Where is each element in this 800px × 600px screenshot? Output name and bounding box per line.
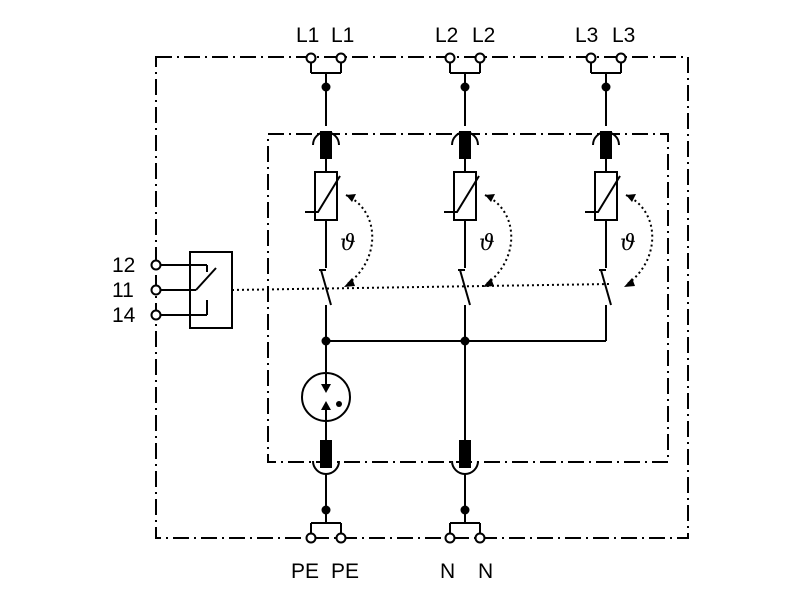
- terminal-n-b: [474, 532, 486, 544]
- contact-label-12: 12: [112, 254, 135, 277]
- disconnect-switch: [459, 269, 471, 306]
- disconnect-switch: [600, 269, 612, 306]
- terminal-l3-b: [615, 52, 627, 64]
- changeover-contact: [195, 267, 217, 291]
- terminal-n-a: [444, 532, 456, 544]
- bottom-terminal-labels: PE PE N N: [291, 560, 493, 583]
- top-terminal-labels: L1 L1 L2 L2 L3 L3: [296, 24, 635, 47]
- terminal-l2-b: [474, 52, 486, 64]
- phase-branch-l3: [585, 52, 627, 341]
- contact-label-14: 14: [112, 304, 136, 327]
- n-branch: [444, 341, 486, 544]
- fuse-block: [320, 440, 332, 468]
- terminal-l3-a: [585, 52, 597, 64]
- fuse-block: [459, 131, 471, 159]
- contact-label-11: 11: [112, 279, 134, 302]
- terminal-label-l3-b: L3: [612, 24, 635, 47]
- fuse-block: [600, 131, 612, 159]
- terminal-label-l1-b: L1: [331, 24, 354, 47]
- terminal-label-n-a: N: [440, 560, 455, 583]
- terminal-11: [150, 284, 162, 296]
- remote-signal-contact: [150, 251, 233, 329]
- thermal-symbol: ϑ: [479, 231, 495, 256]
- thermal-coupling-l2: ϑ: [479, 194, 513, 287]
- terminal-l2-a: [444, 52, 456, 64]
- terminal-label-pe-b: PE: [331, 560, 359, 583]
- terminal-label-pe-a: PE: [291, 560, 319, 583]
- terminal-l1-b: [335, 52, 347, 64]
- spark-gap: [301, 341, 351, 440]
- terminal-pe-b: [335, 532, 347, 544]
- thermal-symbol: ϑ: [620, 231, 636, 256]
- pe-branch: [305, 440, 347, 544]
- disconnect-switch: [320, 269, 332, 306]
- outer-enclosure: [155, 56, 689, 539]
- terminal-label-l3-a: L3: [575, 24, 598, 47]
- terminal-pe-a: [305, 532, 317, 544]
- terminal-label-l2-a: L2: [435, 24, 458, 47]
- terminal-14: [150, 309, 162, 321]
- thermal-symbol: ϑ: [340, 231, 356, 256]
- terminal-label-n-b: N: [478, 560, 493, 583]
- contact-terminal-labels: 12 11 14: [112, 254, 136, 327]
- phase-branch-l2: [444, 52, 486, 341]
- terminal-label-l2-b: L2: [472, 24, 495, 47]
- terminal-l1-a: [305, 52, 317, 64]
- phase-branch-l1: [305, 52, 347, 341]
- fuse-block: [320, 131, 332, 159]
- thermal-coupling-l3: ϑ: [620, 194, 654, 287]
- fuse-block: [459, 440, 471, 468]
- mechanical-linkage: [231, 283, 611, 291]
- thermal-coupling-l1: ϑ: [340, 194, 374, 287]
- terminal-label-l1-a: L1: [296, 24, 319, 47]
- terminal-12: [150, 259, 162, 271]
